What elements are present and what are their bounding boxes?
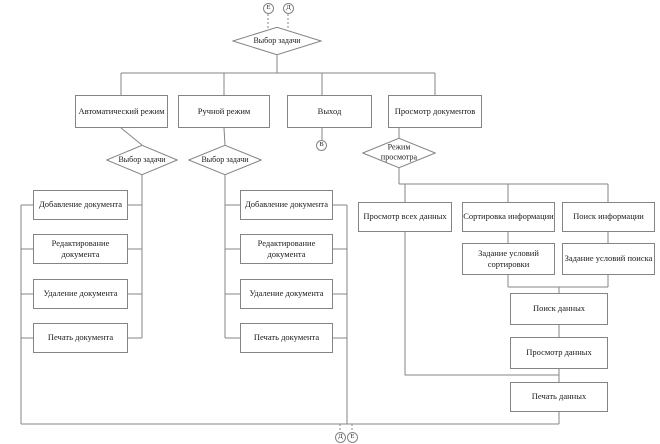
node-auto-print-document: Печать документа	[33, 323, 128, 353]
node-manual-add-document: Добавление документа	[240, 190, 333, 220]
node-auto-add-document: Добавление документа	[33, 190, 128, 220]
node-manual-print-document: Печать документа	[240, 323, 333, 353]
node-auto-edit-document: Редактирование документа	[33, 234, 128, 264]
node-view-all-data: Просмотр всех данных	[358, 202, 452, 232]
node-sort-info: Сортировка информации	[462, 202, 555, 232]
connector-circle-top-d: Д	[283, 3, 294, 14]
node-auto-mode: Автоматический режим	[75, 95, 168, 128]
connector-circle-top-e: Е	[263, 3, 274, 14]
connector-letter: В	[319, 141, 324, 149]
connector-circle-bottom-e: Е	[347, 432, 358, 443]
connector-letter: Е	[266, 4, 271, 12]
decision-task-choice-top: Выбор задачи	[232, 27, 322, 55]
node-sort-conditions: Задание условий сортировки	[462, 243, 555, 275]
connector-letter: Д	[286, 4, 291, 12]
node-search-conditions: Задание условий поиска	[562, 243, 655, 275]
decision-label: Выбор задачи	[201, 154, 249, 164]
decision-view-mode: Режим просмотра	[362, 138, 436, 168]
node-data-print: Печать данных	[510, 382, 608, 412]
decision-label: Выбор задачи	[253, 35, 301, 45]
connector-circle-exit-v: В	[316, 140, 327, 151]
connector-letter: Д	[338, 433, 343, 441]
connector-letter: Е	[350, 433, 355, 441]
node-search-info: Поиск информации	[562, 202, 655, 232]
node-auto-delete-document: Удаление документа	[33, 279, 128, 309]
decision-task-choice-manual: Выбор задачи	[188, 145, 262, 175]
connector-circle-bottom-d: Д	[335, 432, 346, 443]
node-exit: Выход	[287, 95, 372, 128]
node-data-search: Поиск данных	[510, 293, 608, 325]
node-data-view: Просмотр данных	[510, 337, 608, 369]
decision-task-choice-auto: Выбор задачи	[106, 145, 178, 175]
decision-label: Режим просмотра	[380, 142, 418, 162]
node-manual-delete-document: Удаление документа	[240, 279, 333, 309]
node-view-docs: Просмотр документов	[388, 95, 482, 128]
node-manual-mode: Ручной режим	[178, 95, 270, 128]
decision-label: Выбор задачи	[118, 154, 166, 164]
node-manual-edit-document: Редактирование документа	[240, 234, 333, 264]
